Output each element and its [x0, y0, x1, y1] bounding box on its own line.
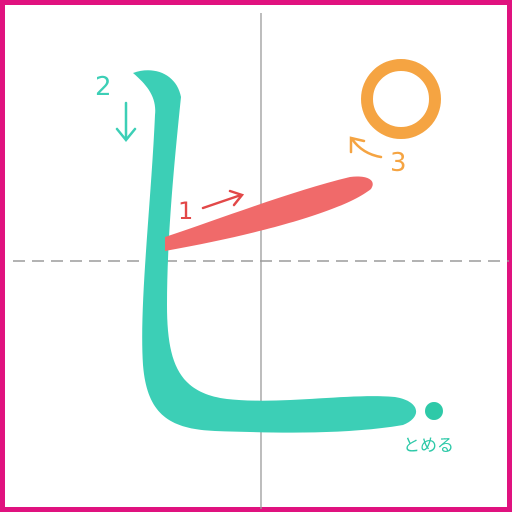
- down-arrow-icon: [115, 101, 137, 142]
- stroke-3-circle: [361, 59, 441, 139]
- ending-label: とめる: [403, 436, 454, 456]
- stroke-2-number: 2: [95, 72, 112, 102]
- up-left-arrow-icon: [349, 136, 383, 159]
- stroke-order-diagram: 2 1 3 とめる: [13, 13, 509, 509]
- stroke-1-path: [165, 176, 373, 251]
- stroke-1-number: 1: [178, 197, 193, 225]
- ending-dot: [425, 402, 443, 420]
- right-arrow-icon: [201, 189, 245, 210]
- stroke-3-number: 3: [390, 148, 407, 178]
- stroke-2-path: [133, 70, 417, 433]
